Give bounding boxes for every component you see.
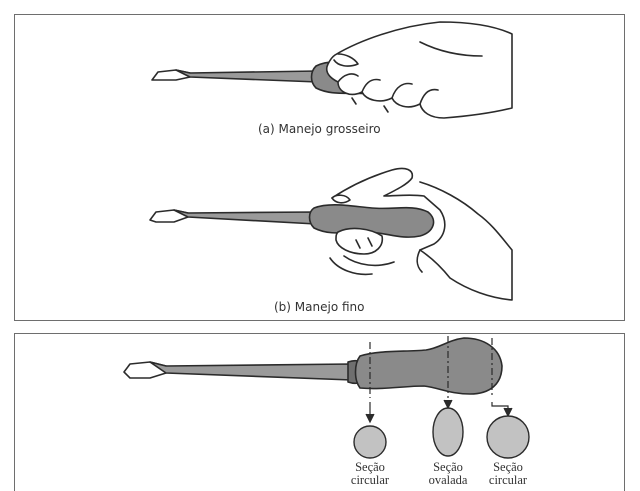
arrow-head-1 [366,414,374,422]
screwdriver-b-blade [174,210,316,224]
hand-a [327,22,512,118]
thumb-b [336,229,382,254]
screwdriver-a-blade [176,70,318,82]
section-oval [433,408,463,456]
screwdriver-b [150,205,434,237]
cross-sections [354,408,529,458]
section-circle-2 [487,416,529,458]
arrow-head-2 [444,400,452,408]
section-label-3: Seção circular [478,461,538,487]
section-label-2: Seção ovalada [418,461,478,487]
caption-coarse-grip: (a) Manejo grosseiro [258,122,381,136]
screwdriver-c-handle [356,338,503,394]
screwdriver-c [124,338,502,394]
caption-fine-grip: (b) Manejo fino [274,300,365,314]
arrow-head-3 [504,408,512,416]
screwdriver-c-blade [150,362,352,380]
section-label-3-line2: circular [478,474,538,487]
section-label-2-line2: ovalada [418,474,478,487]
section-label-1: Seção circular [340,461,400,487]
section-label-1-line2: circular [340,474,400,487]
section-circle-1 [354,426,386,458]
